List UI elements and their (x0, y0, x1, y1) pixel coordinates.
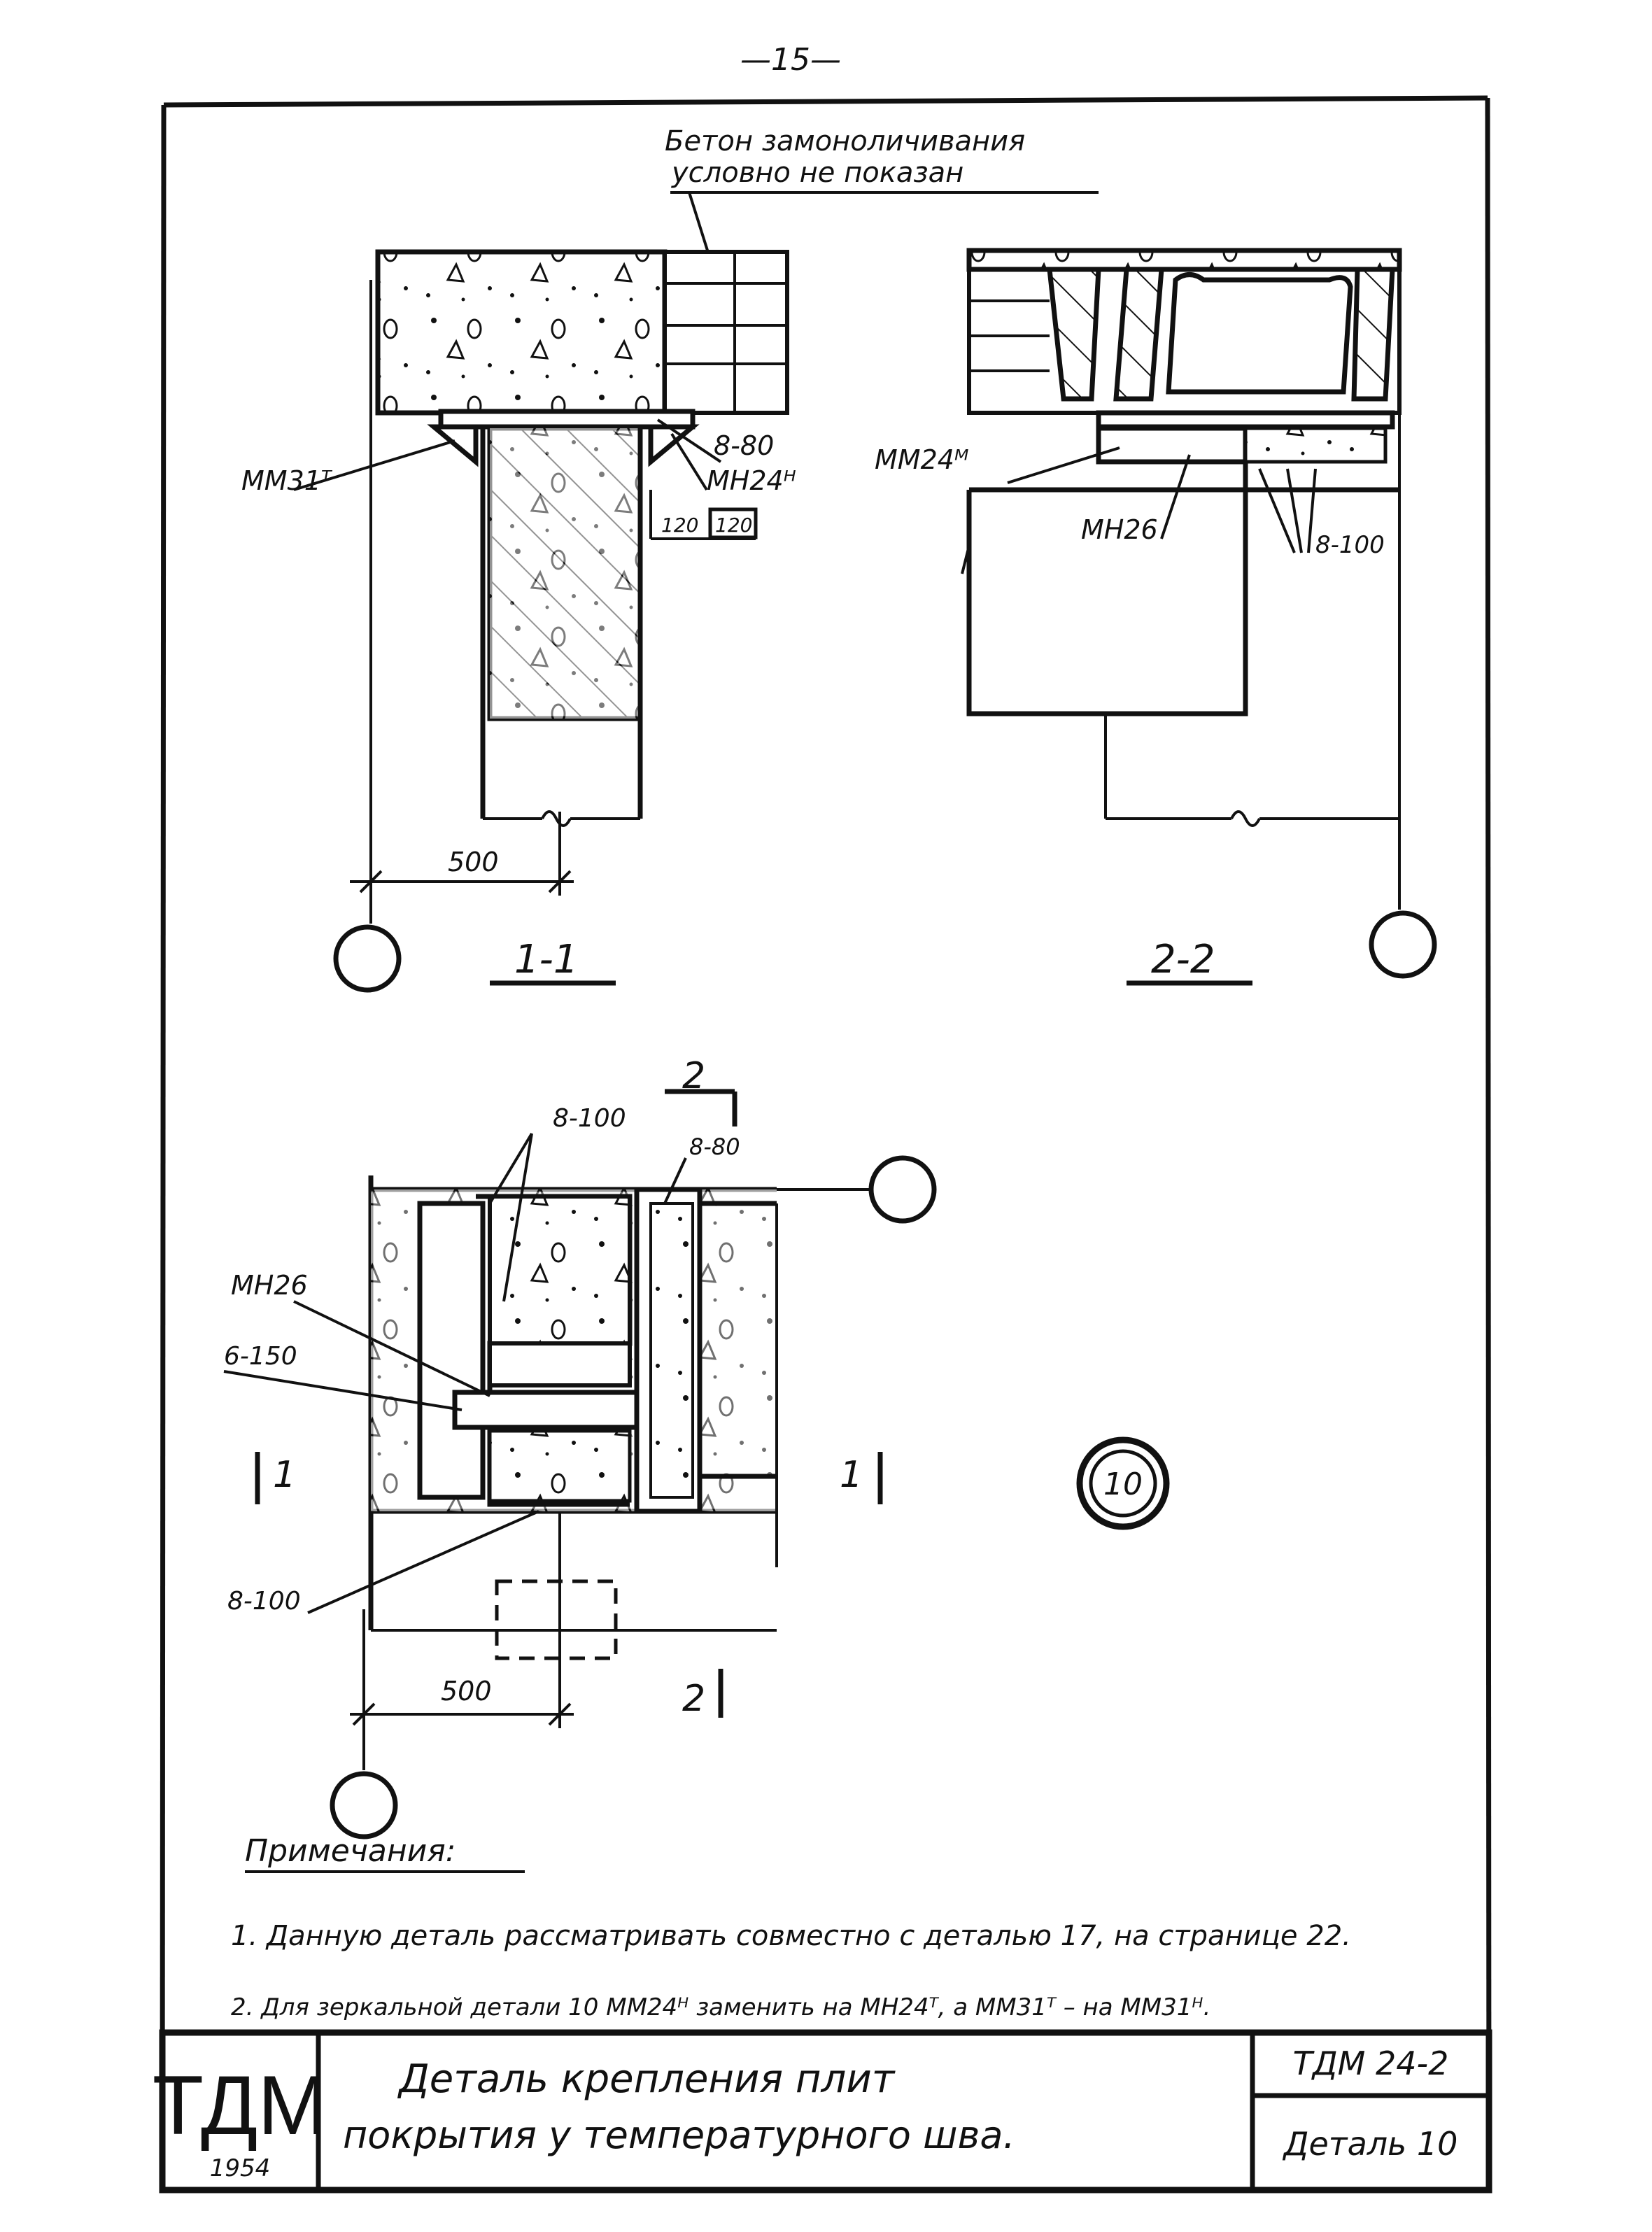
dim-500-plan: 500 (441, 1676, 492, 1707)
cut-1-left: 1 (273, 1454, 296, 1496)
top-note-line1: Бетон замоноличивания (665, 125, 1025, 157)
detail-marker-label: 10 (1103, 1467, 1143, 1502)
axis-marker-plan-right (868, 1155, 937, 1224)
section-2-2: ММ24ᴹ МН26 8-100 2-2 (875, 248, 1437, 986)
title-line1: Деталь крепления плит (397, 2056, 896, 2102)
label-rebar-6-150: 6-150 (224, 1342, 297, 1371)
logo-tdm: ТДМ (153, 2058, 328, 2152)
label-mn24: МН24ᴴ (707, 465, 796, 496)
cut-1-right: 1 (840, 1454, 863, 1496)
title-line2: покрытия у температурного шва. (343, 2113, 1015, 2157)
label-mm24: ММ24ᴹ (875, 444, 969, 475)
axis-marker-2-2 (1369, 910, 1437, 979)
label-rebar-8-100-plan-top: 8-100 (553, 1104, 626, 1133)
section-title-1-1: 1-1 (514, 937, 578, 982)
label-rebar-8-80-1-1: 8-80 (714, 430, 774, 461)
label-mn26-plan: МН26 (231, 1270, 308, 1301)
label-mm31: ММ31ᵀ (241, 465, 333, 496)
label-mn26: МН26 (1081, 514, 1158, 545)
dim-120-1-1: 120 (661, 514, 698, 537)
section-1-1: 500 ММ31ᵀ 8-80 МН24ᴴ 120 120 1-1 (241, 249, 796, 993)
label-rebar-8-100-2-2: 8-100 (1315, 531, 1385, 559)
cut-2-bottom: 2 (682, 1678, 705, 1720)
notes-heading: Примечания: (245, 1833, 456, 1869)
axis-marker-plan-bottom (330, 1771, 398, 1839)
label-rebar-8-80-plan: 8-80 (689, 1133, 740, 1160)
title-year: 1954 (210, 2154, 271, 2182)
section-title-2-2: 2-2 (1151, 937, 1215, 982)
top-note: Бетон замоноличивания условно не показан (665, 125, 1099, 316)
plan-view: 500 2 2 1 1 8-100 8-80 МН26 6-150 8-100 … (223, 1055, 1170, 1839)
page-number: —15— (740, 42, 841, 78)
dim-boxed-1-1: 120 (715, 514, 752, 537)
slab-1-1 (375, 249, 668, 416)
title-block: ТДМ 1954 Деталь крепления плит покрытия … (153, 2029, 1492, 2194)
dim-500-1-1: 500 (448, 847, 499, 877)
note-1: 1. Данную деталь рассматривать совместно… (231, 1920, 1351, 1952)
top-note-line2: условно не показан (671, 157, 963, 189)
label-rebar-8-100-plan-bottom: 8-100 (227, 1587, 301, 1616)
axis-marker-1-1 (333, 924, 402, 993)
note-2: 2. Для зеркальной детали 10 ММ24ᴴ замени… (231, 1993, 1210, 2021)
title-sheet: Деталь 10 (1283, 2125, 1458, 2163)
title-code: ТДМ 24-2 (1293, 2044, 1449, 2082)
plate-mn26 (452, 1390, 668, 1430)
notes: Примечания: 1. Данную деталь рассматрива… (231, 1833, 1351, 2021)
